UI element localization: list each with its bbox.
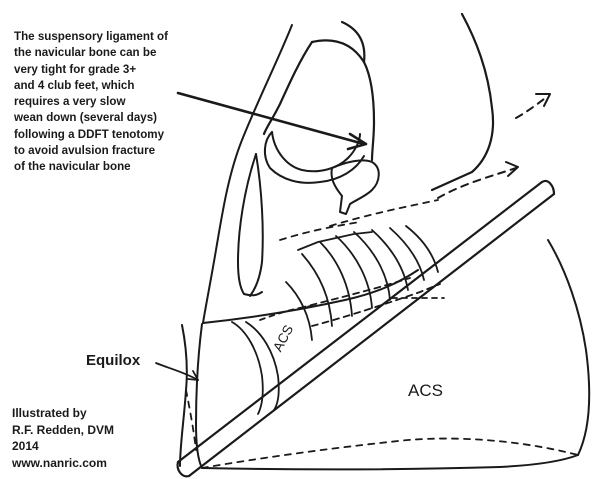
credit-line: 2014 [12,438,114,455]
equilox-pointer-arrow [156,363,198,380]
illustrator-credit: Illustrated by R.F. Redden, DVM 2014 www… [12,405,114,471]
equilox-label: Equilox [86,352,140,369]
note-line: to avoid avulsion fracture [14,143,254,159]
support-rod [178,181,554,476]
credit-line: R.F. Redden, DVM [12,422,114,439]
note-line: and 4 club feet, which [14,78,254,94]
note-line: The suspensory ligament of [14,29,254,45]
note-line: wean down (several days) [14,110,254,126]
note-line: following a DDFT tenotomy [14,127,254,143]
acs-label-large: ACS [408,381,443,401]
suspensory-ligament-note: The suspensory ligament of the navicular… [14,29,254,176]
motion-arrows [438,94,550,198]
credit-line: Illustrated by [12,405,114,422]
note-line: of the navicular bone [14,159,254,175]
credit-line: www.nanric.com [12,455,114,472]
note-line: requires a very slow [14,94,254,110]
note-line: very tight for grade 3+ [14,62,254,78]
note-line: the navicular bone can be [14,45,254,61]
